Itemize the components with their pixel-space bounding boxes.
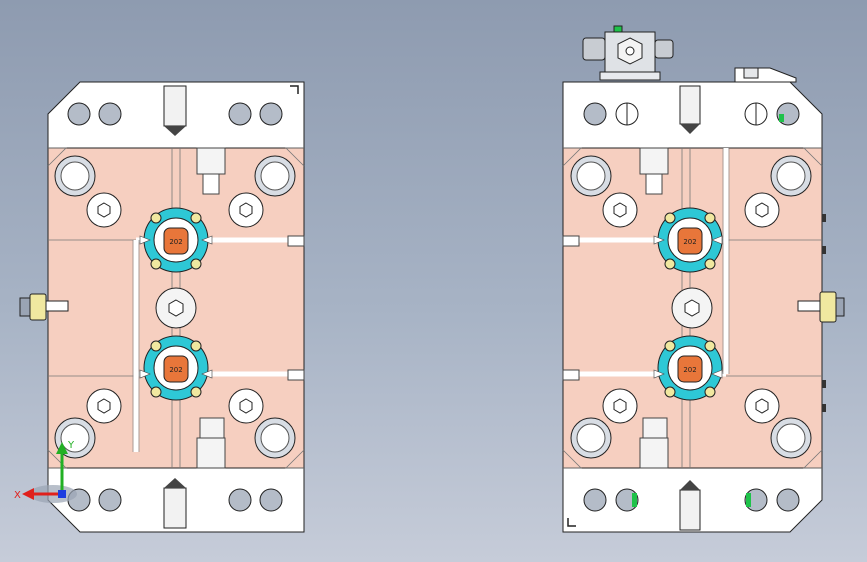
- locating-pin-top: [679, 85, 701, 134]
- top-clamp-holes: [67, 102, 283, 126]
- corner-mark: [290, 85, 299, 94]
- guide-bushings: [570, 155, 812, 459]
- triad-x-label: X: [14, 490, 21, 501]
- green-mark: [746, 493, 751, 507]
- bottom-clamp-holes: [67, 488, 283, 512]
- right-mold-assembly[interactable]: 202 202: [562, 25, 845, 533]
- triad-y-label: Y: [67, 440, 75, 451]
- locating-pin-bottom: [163, 478, 187, 529]
- green-mark: [632, 493, 637, 507]
- left-fittings: [562, 235, 580, 381]
- side-connector[interactable]: [19, 293, 69, 321]
- ejector-sleeves: [196, 147, 226, 469]
- edge-tabs: [822, 214, 826, 412]
- left-mold-assembly[interactable]: 202 202: [19, 81, 305, 533]
- cap-screws: [602, 192, 780, 424]
- top-bracket: [734, 67, 797, 83]
- green-mark: [779, 114, 784, 122]
- core-insert-top: 202: [657, 207, 723, 273]
- flow-arrows: [139, 235, 213, 379]
- gate-mark-top: 202: [683, 238, 696, 246]
- gate-mark-bottom: 202: [169, 366, 182, 374]
- cap-screws: [86, 192, 264, 424]
- locating-pin-top: [163, 85, 187, 136]
- guide-bushings: [54, 155, 296, 459]
- gate-mark-bottom: 202: [683, 366, 696, 374]
- locating-pin-bottom: [679, 480, 701, 531]
- side-connector[interactable]: [797, 291, 845, 323]
- core-insert-bottom: 202: [657, 335, 723, 401]
- gate-mark-top: 202: [169, 238, 182, 246]
- flow-arrows: [653, 235, 723, 379]
- cavity-insert-bottom: 202: [143, 335, 209, 401]
- ejector-sleeves: [639, 147, 669, 469]
- coordinate-triad: X Y: [14, 440, 77, 503]
- cavity-insert-top: 202: [143, 207, 209, 273]
- top-valve[interactable]: [582, 25, 674, 81]
- corner-mark: [567, 518, 576, 527]
- right-fittings: [287, 235, 305, 381]
